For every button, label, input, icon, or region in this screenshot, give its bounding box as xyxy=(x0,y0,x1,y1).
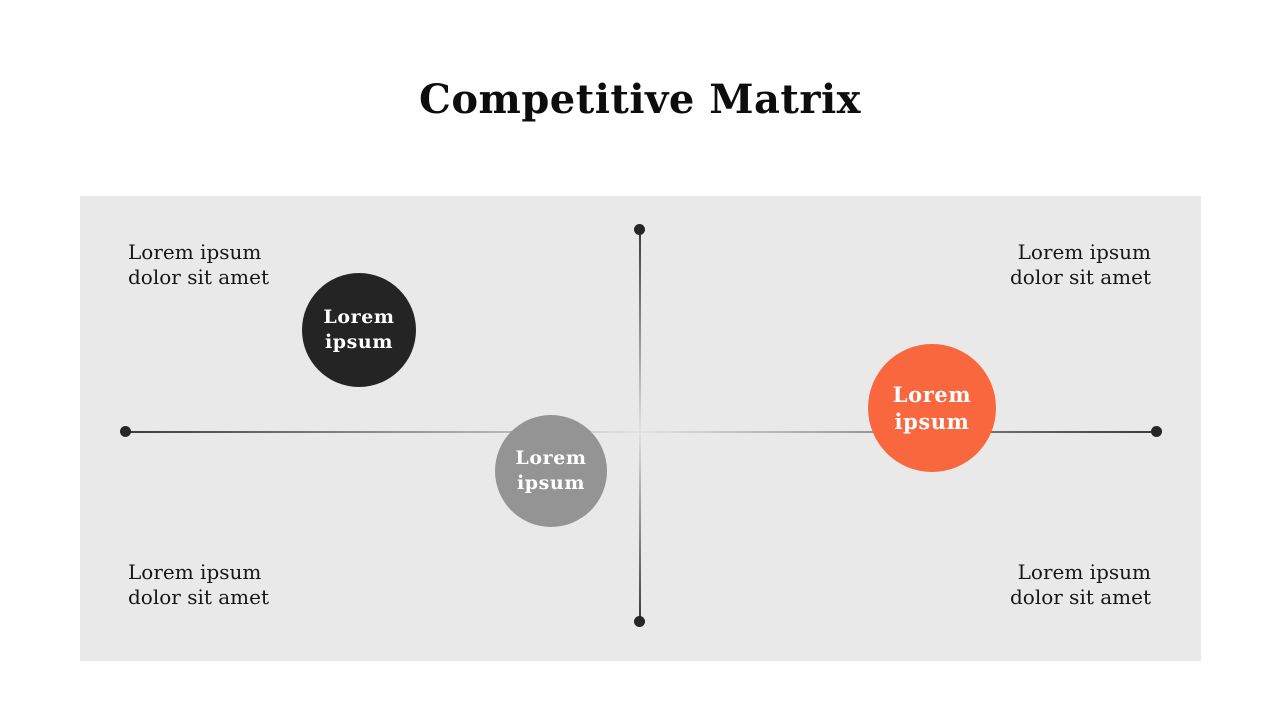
quadrant-label-line: dolor sit amet xyxy=(128,585,270,609)
bubble-label-line: Lorem xyxy=(515,447,587,469)
quadrant-label-line: dolor sit amet xyxy=(128,265,270,289)
quadrant-label-line: dolor sit amet xyxy=(1009,265,1151,289)
bubble-label-line: ipsum xyxy=(516,472,586,494)
quadrant-label-line: Lorem ipsum xyxy=(1017,560,1151,584)
slide-title: Competitive Matrix xyxy=(418,76,861,123)
x-axis-endpoint-dot-left xyxy=(120,426,131,437)
y-axis-line-bottom xyxy=(639,431,641,621)
quadrant-label-top-right: Lorem ipsum dolor sit amet xyxy=(1010,240,1151,290)
y-axis-endpoint-dot-bottom xyxy=(634,616,645,627)
competitor-bubble-gray: Lorem ipsum xyxy=(495,415,607,527)
bubble-label-line: ipsum xyxy=(324,331,394,353)
quadrant-label-bottom-left: Lorem ipsum dolor sit amet xyxy=(128,560,269,610)
bubble-label-line: Lorem xyxy=(323,306,395,328)
bubble-label-line: ipsum xyxy=(894,409,970,434)
y-axis-endpoint-dot-top xyxy=(634,224,645,235)
quadrant-label-line: Lorem ipsum xyxy=(128,240,262,264)
quadrant-label-bottom-right: Lorem ipsum dolor sit amet xyxy=(1010,560,1151,610)
x-axis-endpoint-dot-right xyxy=(1151,426,1162,437)
quadrant-label-line: Lorem ipsum xyxy=(1017,240,1151,264)
x-axis-line-left xyxy=(125,431,640,433)
quadrant-label-line: Lorem ipsum xyxy=(128,560,262,584)
competitor-bubble-dark: Lorem ipsum xyxy=(302,273,416,387)
y-axis-line-top xyxy=(639,229,641,431)
bubble-label-line: Lorem xyxy=(892,382,972,407)
quadrant-label-line: dolor sit amet xyxy=(1009,585,1151,609)
quadrant-label-top-left: Lorem ipsum dolor sit amet xyxy=(128,240,269,290)
matrix-panel: Lorem ipsum dolor sit amet Lorem ipsum d… xyxy=(80,196,1201,661)
competitor-bubble-orange: Lorem ipsum xyxy=(868,344,996,472)
